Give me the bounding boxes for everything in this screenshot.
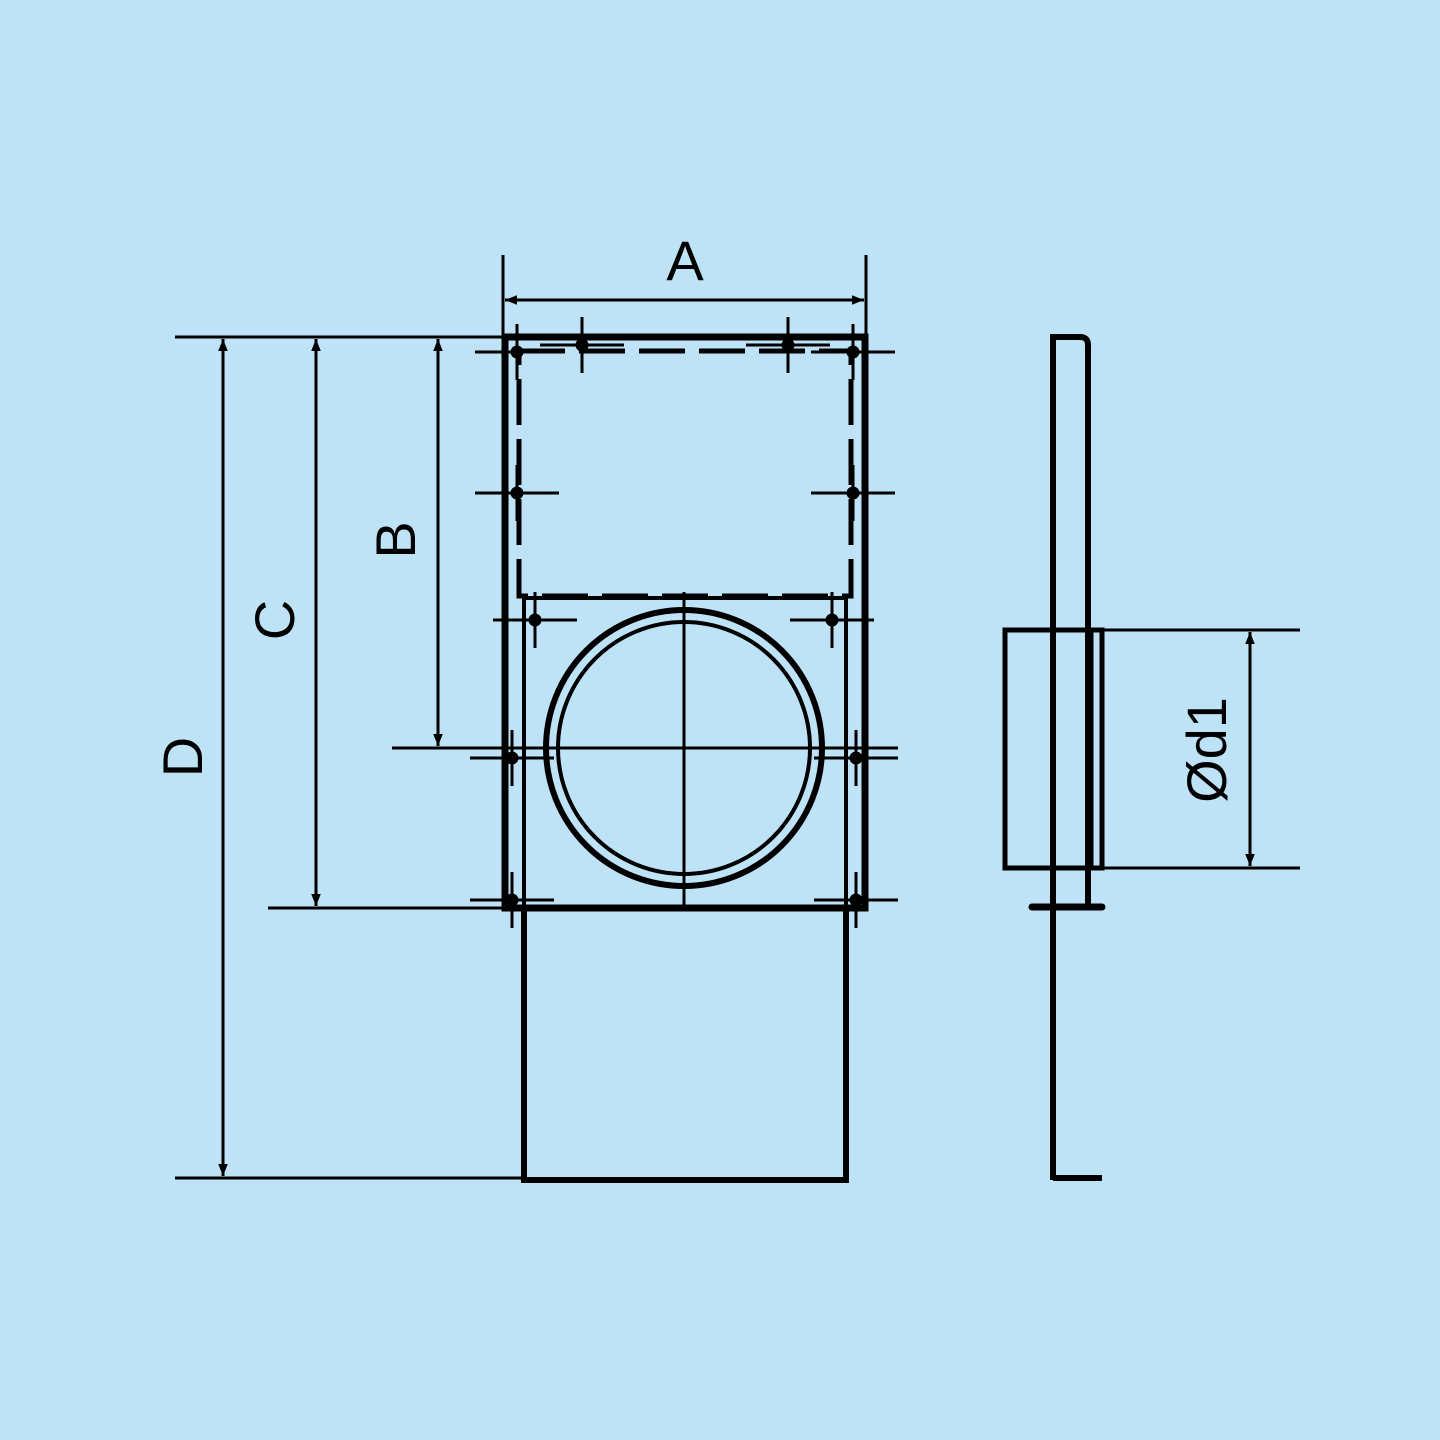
bolt-mark <box>470 730 554 786</box>
bolt-marks <box>470 317 898 928</box>
dimension-lines <box>175 255 1300 1180</box>
bolt-mark <box>475 324 559 380</box>
dim-d1-label: Ød1 <box>1175 697 1238 803</box>
side-view <box>1002 334 1106 1181</box>
bolt-mark <box>746 317 830 373</box>
bolt-mark <box>814 872 898 928</box>
dim-c-label: C <box>243 600 306 640</box>
blade <box>521 905 849 1183</box>
bolt-mark <box>470 872 554 928</box>
side-plate <box>1050 334 1091 1180</box>
bolt-mark <box>475 465 559 521</box>
dim-b-label: B <box>364 521 427 558</box>
dim-a-label: A <box>666 229 704 292</box>
bolt-mark <box>811 465 895 521</box>
bolt-mark <box>790 592 874 648</box>
bolt-mark <box>811 324 895 380</box>
front-view <box>392 317 898 1183</box>
bolt-mark <box>814 730 898 786</box>
bolt-mark <box>493 592 577 648</box>
dim-d-label: D <box>151 737 214 777</box>
collar <box>1002 627 1105 871</box>
bolt-mark <box>540 317 624 373</box>
hidden-frame <box>516 348 854 599</box>
